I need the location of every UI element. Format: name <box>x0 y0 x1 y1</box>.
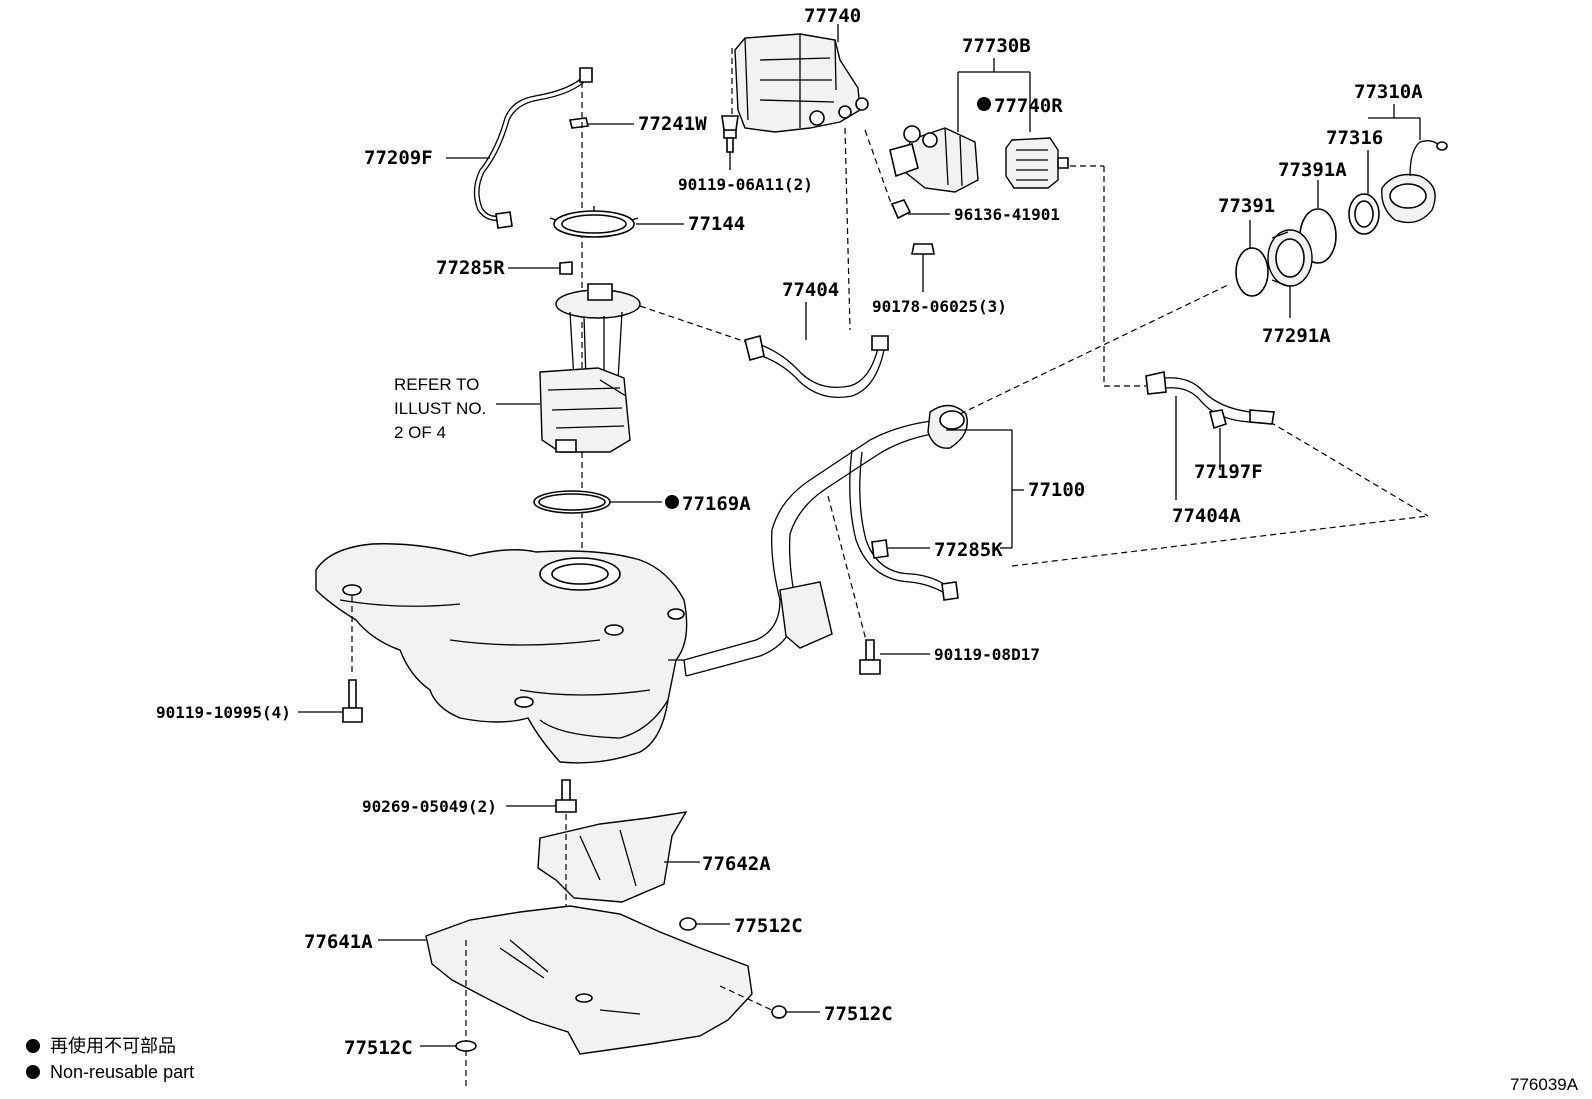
label-77512c-b: 77512C <box>824 1003 893 1025</box>
clip-96136-41901 <box>890 199 912 220</box>
label-90119-08d17: 90119-08D17 <box>934 645 1040 664</box>
legend-japanese: 再使用不可部品 <box>50 1036 176 1056</box>
label-77285r: 77285R <box>436 257 505 279</box>
nut-77512c-a <box>679 917 697 931</box>
label-90269-05049: 90269-05049(2) <box>362 797 497 816</box>
non-reusable-dot-77740r <box>977 97 991 111</box>
pump-gasket-77169a <box>533 490 611 514</box>
nut-77512c-b <box>771 1005 787 1019</box>
label-90178-06025: 90178-06025(3) <box>872 297 1007 316</box>
bolt-90119-08d17 <box>859 639 881 675</box>
fuel-pump-module <box>539 283 641 453</box>
label-77641a: 77641A <box>304 931 373 953</box>
label-77100: 77100 <box>1028 479 1085 501</box>
filler-neck-ring-77291a <box>1267 229 1313 287</box>
label-77316: 77316 <box>1326 127 1383 149</box>
legend-dot-icon-1 <box>26 1039 40 1053</box>
gasket-77316 <box>1348 193 1380 235</box>
refer-note-line-3: 2 OF 4 <box>394 423 446 442</box>
legend-english: Non-reusable part <box>50 1062 194 1082</box>
illustration-id: 776039A <box>1510 1075 1579 1094</box>
label-77404: 77404 <box>782 279 839 301</box>
legend-dot-icon-2 <box>26 1065 40 1079</box>
retainer-ring-77144 <box>549 206 639 238</box>
clip-77285r <box>559 261 573 275</box>
label-77241w: 77241W <box>638 113 707 135</box>
label-77512c-c: 77512C <box>344 1037 413 1059</box>
label-77285k: 77285K <box>934 539 1003 561</box>
label-77391: 77391 <box>1218 195 1275 217</box>
fuel-filler-cap <box>1381 140 1448 224</box>
fuel-tank-protector-77641a <box>425 905 753 1055</box>
nut-77512c-c <box>455 1040 477 1052</box>
label-77197f: 77197F <box>1194 461 1263 483</box>
label-77730b: 77730B <box>962 35 1031 57</box>
stud-90269-05049 <box>555 779 577 813</box>
label-77291a: 77291A <box>1262 325 1331 347</box>
refer-note-line-1: REFER TO <box>394 375 479 394</box>
clip-77285k <box>871 539 889 559</box>
charcoal-canister <box>734 33 869 133</box>
non-reusable-dot-77169a <box>665 495 679 509</box>
gasket-77391 <box>1235 247 1269 297</box>
label-90119-10995: 90119-10995(4) <box>156 703 291 722</box>
label-77740r: 77740R <box>994 95 1063 117</box>
label-77642a: 77642A <box>702 853 771 875</box>
fuel-filler-pipe <box>668 404 968 677</box>
bolt-90119-06a11 <box>721 115 739 153</box>
label-77144: 77144 <box>688 213 745 235</box>
label-77404a: 77404A <box>1172 505 1241 527</box>
label-96136-41901: 96136-41901 <box>954 205 1060 224</box>
canister-filter-77740r <box>1005 137 1069 189</box>
hose-77404a <box>1145 371 1275 430</box>
refer-note-line-2: ILLUST NO. <box>394 399 486 418</box>
label-77740: 77740 <box>804 5 861 27</box>
clip-77241w <box>569 117 589 129</box>
label-77310a: 77310A <box>1354 81 1423 103</box>
fuel-tank-protector-77642a <box>537 811 688 903</box>
label-77391a: 77391A <box>1278 159 1347 181</box>
vacuum-valve-assembly <box>889 125 979 193</box>
label-77169a: 77169A <box>682 493 751 515</box>
label-77512c-a: 77512C <box>734 915 803 937</box>
label-90119-06a11: 90119-06A11(2) <box>678 175 813 194</box>
hose-77404 <box>744 335 889 399</box>
sender-gauge-wire <box>473 67 593 229</box>
nut-90178-06025 <box>911 243 935 255</box>
fuel-tank <box>315 543 688 764</box>
bolt-90119-10995 <box>342 679 363 723</box>
label-77209f: 77209F <box>364 147 433 169</box>
